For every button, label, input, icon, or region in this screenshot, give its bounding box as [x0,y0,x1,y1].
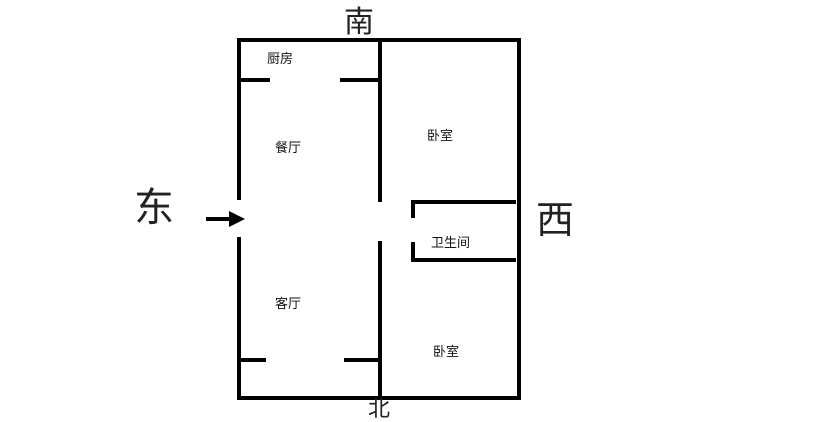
direction-label-west: 西 [536,198,575,242]
room-label-dining: 餐厅 [275,141,302,156]
direction-label-east: 东 [134,185,174,231]
room-label-living: 客厅 [275,297,302,312]
direction-label-south: 南 [344,5,374,40]
room-label-bathroom: 卫生间 [431,236,471,251]
entrance-arrow-icon [206,211,245,227]
room-label-bedroom-bottom: 卧室 [433,345,460,360]
room-label-bedroom-top: 卧室 [427,129,454,144]
room-label-kitchen: 厨房 [267,52,294,67]
direction-label-north: 北 [368,397,391,422]
